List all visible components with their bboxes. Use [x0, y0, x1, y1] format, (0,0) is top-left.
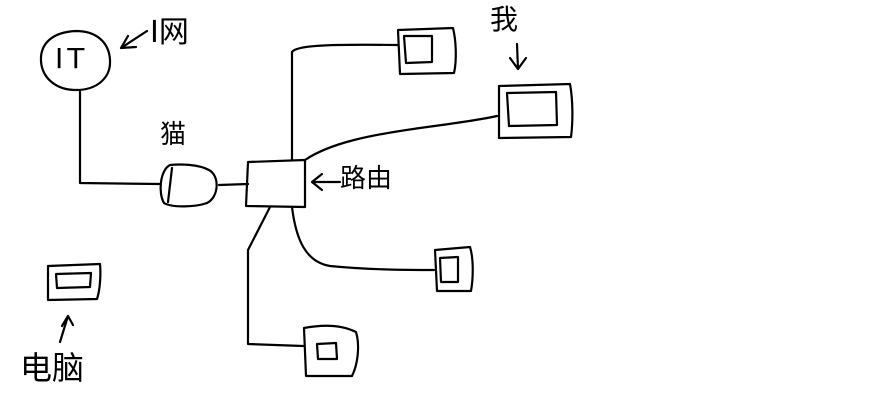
standalone-computer-node: [46, 262, 102, 302]
internet-node: [39, 29, 112, 92]
modem-node: [159, 163, 218, 208]
router-node: [244, 158, 307, 209]
internet-label: I网: [150, 15, 189, 50]
me-label: 我: [490, 3, 519, 36]
modem-label: 猫: [160, 120, 187, 150]
router-label: 路由: [340, 164, 393, 194]
router-link-top: [290, 43, 399, 162]
me-computer-node: [497, 82, 574, 140]
internet-modem-link: [78, 88, 162, 186]
computer-label: 电脑: [20, 349, 85, 387]
top-computer-node: [396, 26, 457, 76]
right-computer-node: [433, 245, 474, 293]
router-arrow-icon: [310, 172, 342, 192]
internet-arrow-icon: [119, 29, 149, 50]
router-link-right: [290, 205, 436, 272]
me-arrow-icon: [508, 42, 528, 71]
internet-inner-text: IT: [55, 42, 89, 75]
computer-arrow-icon: [58, 314, 75, 344]
modem-router-link: [217, 182, 250, 187]
router-link-bottom: [246, 205, 305, 348]
bottom-computer-node: [302, 324, 360, 378]
router-link-me: [303, 114, 499, 162]
